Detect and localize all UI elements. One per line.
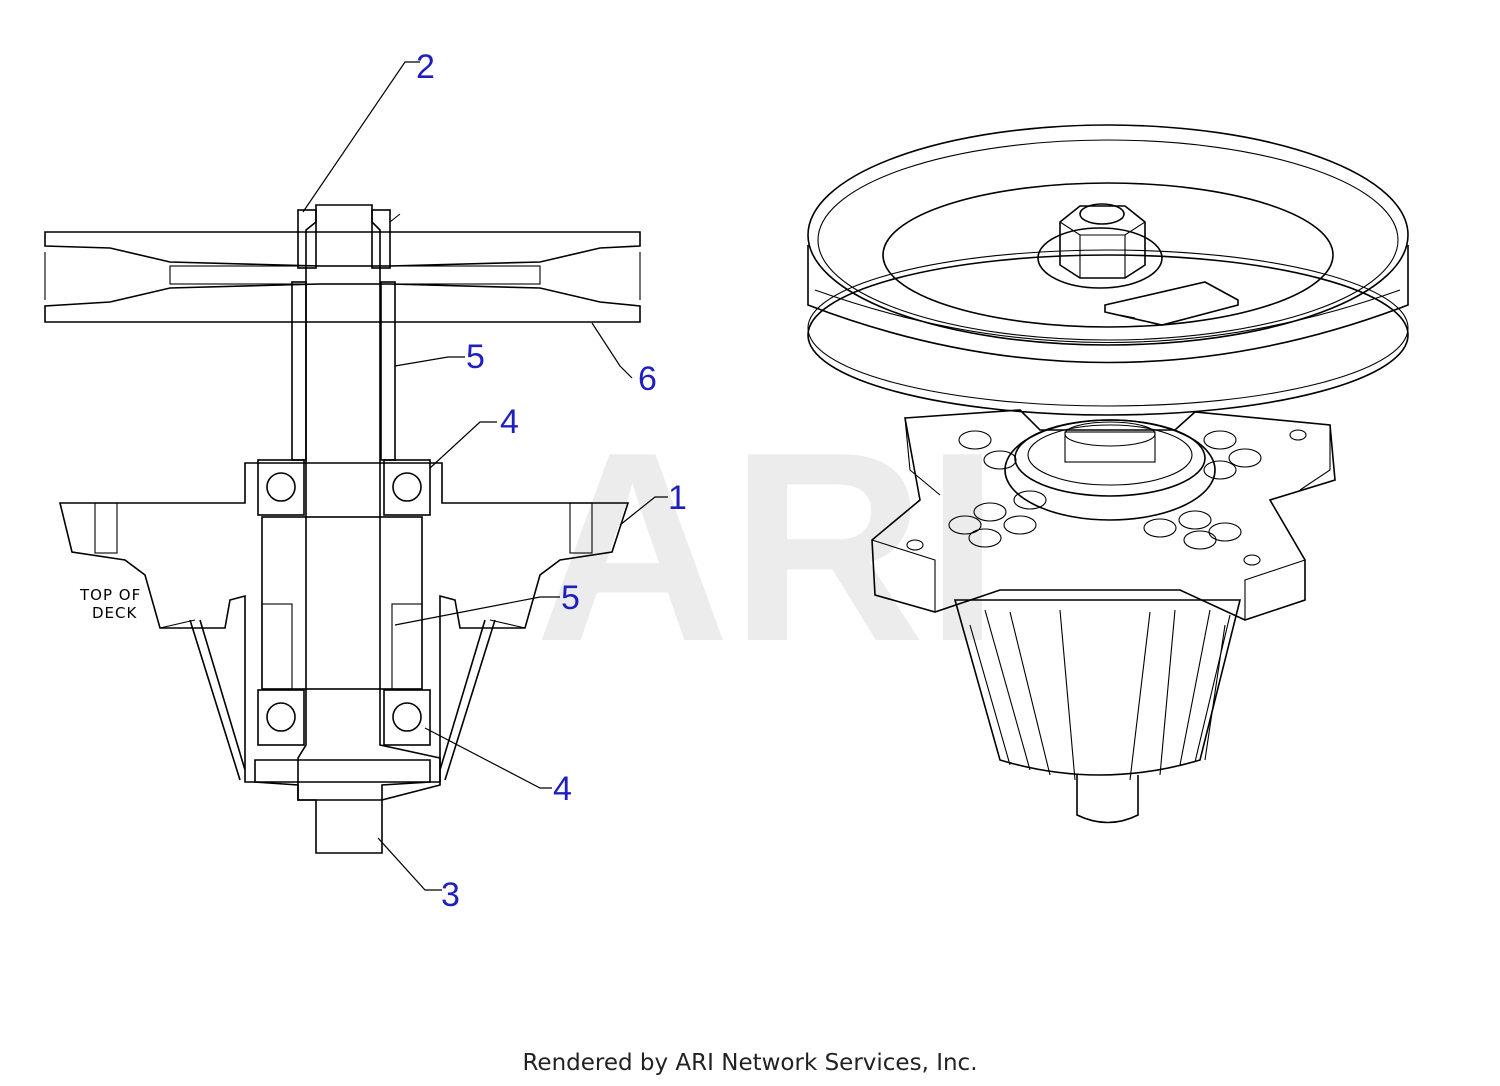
isometric-view [807,124,1409,824]
callouts: 2 5 6 4 1 5 4 3 [416,48,687,914]
pulley-section [44,231,641,267]
shaft-section [297,204,441,854]
housing-section [58,462,630,783]
callout-3: 3 [441,876,460,914]
bearing-top-right [383,459,431,516]
leader-lines [302,61,668,891]
callout-5-upper: 5 [466,338,485,376]
pulley-lower-rim [807,254,1409,416]
deck-label-line1: TOP OF [79,586,141,604]
callout-1: 1 [668,479,687,517]
callout-4-upper: 4 [500,403,519,441]
footer-credit: Rendered by ARI Network Services, Inc. [522,1050,978,1076]
nut [1059,205,1146,279]
callout-2: 2 [416,48,435,86]
watermark: ARI [535,397,1000,698]
bearing-top-left [257,459,305,516]
deck-label-line2: DECK [92,604,138,622]
bearing-bottom-right [383,689,431,746]
pulley-top-rim [807,124,1409,346]
cross-section-view: TOP OF DECK [44,204,641,854]
callout-4-lower: 4 [553,770,572,808]
callout-6: 6 [638,360,657,398]
callout-5-lower: 5 [561,579,580,617]
bearing-bottom-left [257,689,305,746]
